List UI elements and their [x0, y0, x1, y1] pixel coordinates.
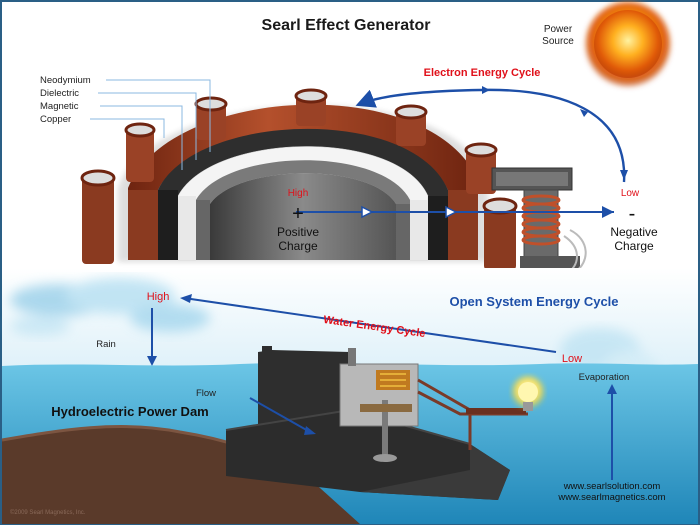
open-system-title: Open System Energy Cycle: [449, 294, 618, 309]
power-source-label-2: Source: [542, 36, 574, 47]
roller: [194, 96, 228, 140]
high-label-generator: High: [288, 188, 309, 199]
sun-icon: [586, 2, 670, 86]
negative-charge-label-2: Charge: [614, 239, 654, 253]
url-searlmagnetics: www.searlmagnetics.com: [557, 492, 665, 503]
electron-cycle-arrowhead-down: [620, 170, 628, 180]
flow-arrow-water: [249, 397, 311, 433]
rain-label: Rain: [96, 339, 116, 350]
flow-arrowhead-water: [304, 426, 316, 435]
electron-cycle-title: Electron Energy Cycle: [424, 67, 541, 79]
ground-left: [2, 426, 360, 524]
roller: [294, 88, 328, 126]
positive-charge-label-1: Positive: [277, 225, 319, 239]
generator-rollers: [80, 88, 518, 270]
flow-arrow-end: [602, 206, 614, 218]
low-label-generator: Low: [621, 188, 640, 199]
url-searlsolution: www.searlsolution.com: [563, 481, 661, 492]
hydroelectric-dam: [225, 346, 528, 500]
rain-arrowhead: [147, 356, 157, 366]
roller: [124, 122, 156, 182]
light-bulb-icon: [512, 376, 544, 411]
label-copper: Copper: [40, 114, 71, 125]
roller: [482, 197, 518, 270]
label-neodymium: Neodymium: [40, 75, 91, 86]
negative-charge-label-1: Negative: [610, 225, 658, 239]
coil-transformer: [491, 167, 587, 275]
flow-label: Flow: [196, 388, 216, 399]
power-source-label-1: Power: [544, 24, 573, 35]
positive-symbol: +: [292, 203, 304, 225]
high-label-water: High: [147, 291, 170, 303]
water-cycle-arrowhead: [180, 294, 192, 303]
label-dielectric: Dielectric: [40, 88, 79, 99]
negative-symbol: -: [629, 203, 636, 225]
evaporation-arrowhead: [607, 384, 617, 394]
flow-arrow: [361, 205, 374, 219]
roller: [464, 142, 498, 194]
layer-labels: Neodymium Dielectric Magnetic Copper: [40, 75, 211, 170]
rain-cloud: [10, 278, 210, 336]
positive-charge-label-2: Charge: [278, 239, 318, 253]
electron-cycle-arrowhead-right: [580, 109, 588, 117]
generator-core: [210, 173, 396, 260]
evaporation-label: Evaporation: [579, 372, 630, 383]
page-title: Searl Effect Generator: [262, 17, 431, 34]
roller: [80, 169, 116, 264]
dam-title: Hydroelectric Power Dam: [51, 404, 209, 419]
flow-arrow: [445, 205, 458, 219]
low-label-water: Low: [562, 353, 582, 365]
roller: [394, 104, 428, 146]
electron-cycle-arrowhead-mid: [482, 86, 490, 94]
copyright: ©2009 Searl Magnetics, Inc.: [10, 509, 86, 516]
water-cycle-arrow: [183, 297, 557, 353]
label-magnetic: Magnetic: [40, 101, 79, 112]
